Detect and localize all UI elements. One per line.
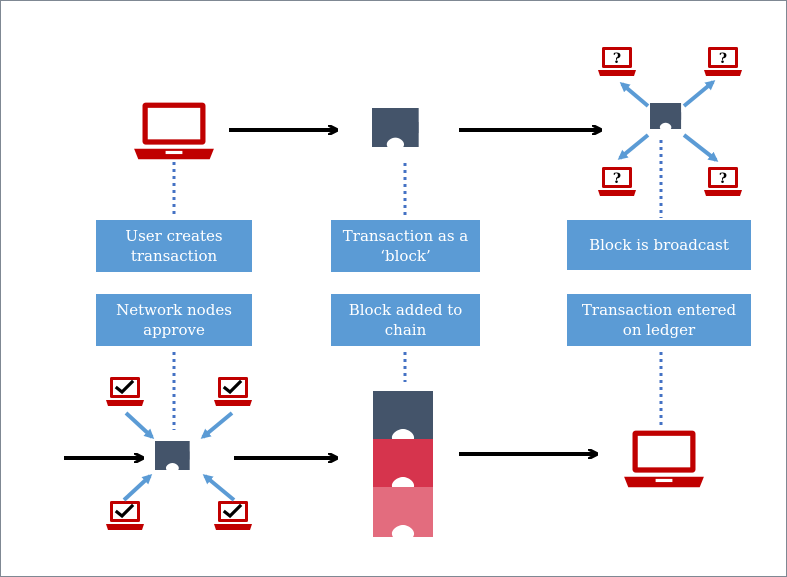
puzzle-piece-icon (650, 103, 682, 129)
block-chain (373, 391, 433, 537)
step-block-broadcast: Block is broadcast (567, 220, 751, 270)
question-laptop-icon (704, 167, 742, 196)
question-laptop-icon (598, 167, 636, 196)
puzzle-piece-icon (155, 441, 190, 470)
puzzle-piece-icon (373, 391, 433, 441)
checkmark-laptop-icon (213, 376, 253, 408)
step-nodes-approve: Network nodes approve (96, 294, 252, 346)
checkmark-laptop-icon (213, 500, 253, 532)
dotted-connectors (172, 140, 663, 430)
step-ledger-entry: Transaction entered on ledger (567, 294, 751, 346)
puzzle-piece-icon (372, 108, 419, 147)
laptop-icon (134, 102, 214, 160)
step-user-creates: User creates transaction (96, 220, 252, 272)
question-laptop-icon (598, 47, 636, 76)
step-transaction-block: Transaction as a ‘block’ (331, 220, 480, 272)
question-laptop-icon (704, 47, 742, 76)
laptop-icon (624, 430, 704, 488)
broadcast-cluster (598, 47, 742, 196)
approve-cluster (105, 376, 253, 532)
checkmark-laptop-icon (105, 376, 145, 408)
step-block-added: Block added to chain (331, 294, 480, 346)
checkmark-laptop-icon (105, 500, 145, 532)
